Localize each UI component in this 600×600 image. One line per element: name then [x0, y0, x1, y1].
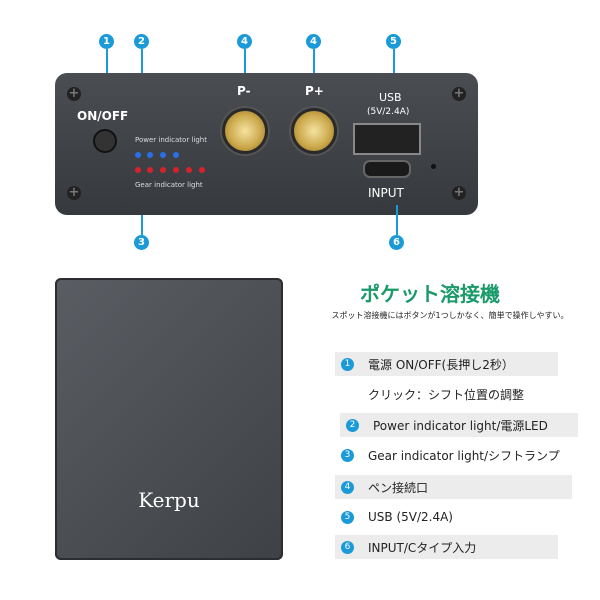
number-badge: 1 — [341, 357, 354, 371]
pen-port-plus[interactable] — [291, 108, 337, 154]
pen-port-minus[interactable] — [222, 108, 268, 154]
item-label: Gear indicator light/シフトランプ — [368, 448, 560, 463]
list-item: 6 INPUT/Cタイプ入力 — [335, 535, 558, 559]
usb-spec-label: (5V/2.4A) — [367, 107, 410, 117]
screw-icon: + — [452, 86, 466, 101]
product-subtitle: スポット溶接機にはボタンが1つしかなく、簡単で操作しやすい。 — [331, 311, 569, 320]
power-button[interactable] — [93, 129, 117, 153]
gear-led — [173, 167, 179, 173]
device-photo: Kerpu — [55, 278, 283, 560]
list-item: 2 Power indicator light/電源LED — [340, 413, 578, 437]
item-label: USB (5V/2.4A) — [368, 510, 453, 524]
screw-icon: + — [452, 185, 466, 200]
callout-line — [141, 215, 143, 235]
onoff-label: ON/OFF — [77, 109, 129, 123]
list-item: クリック：シフト位置の調整 — [368, 382, 578, 406]
list-item: 5 USB (5V/2.4A) — [335, 505, 558, 529]
item-label: 電源 ON/OFF(長押し2秒） — [368, 357, 514, 372]
callout-2: 2 — [134, 34, 149, 49]
power-led — [135, 152, 141, 158]
power-led — [160, 152, 166, 158]
number-badge: 5 — [341, 510, 354, 524]
callout-line — [396, 205, 398, 235]
callout-5: 5 — [386, 34, 401, 49]
number-badge: 3 — [341, 448, 354, 462]
callout-6: 6 — [389, 235, 404, 250]
number-badge: 6 — [341, 540, 354, 554]
callout-4b: 4 — [306, 34, 321, 49]
gear-led — [199, 167, 205, 173]
number-badge: 4 — [341, 480, 354, 494]
callout-3: 3 — [134, 235, 149, 250]
brand-logo: Kerpu — [138, 488, 200, 512]
indicator-hole — [431, 164, 436, 169]
callout-1: 1 — [99, 34, 114, 49]
callout-4: 4 — [237, 34, 252, 49]
number-badge: 2 — [346, 418, 359, 432]
gear-led — [160, 167, 166, 173]
power-light-label: Power indicator light — [135, 136, 207, 144]
item-label: ペン接続口 — [368, 480, 429, 495]
input-label: INPUT — [368, 186, 404, 200]
screw-icon: + — [67, 185, 81, 200]
p-plus-label: P+ — [305, 84, 324, 98]
gear-led — [135, 167, 141, 173]
usb-c-port[interactable] — [363, 160, 411, 178]
item-label: INPUT/Cタイプ入力 — [368, 540, 477, 555]
gear-led — [147, 167, 153, 173]
power-led — [173, 152, 179, 158]
power-led — [147, 152, 153, 158]
usb-label: USB — [379, 91, 402, 104]
product-title: ポケット溶接機 — [360, 282, 500, 306]
item-label: クリック：シフト位置の調整 — [368, 387, 525, 402]
gear-led — [186, 167, 192, 173]
list-item: 4 ペン接続口 — [335, 475, 572, 499]
gear-light-label: Gear indicator light — [135, 181, 203, 189]
usb-port[interactable] — [353, 123, 421, 155]
screw-icon: + — [67, 86, 81, 101]
list-item: 1 電源 ON/OFF(長押し2秒） — [335, 352, 558, 376]
p-minus-label: P- — [237, 84, 251, 98]
control-panel: + + + + ON/OFF Power indicator light Gea… — [55, 73, 478, 215]
item-label: Power indicator light/電源LED — [373, 418, 548, 433]
list-item: 3 Gear indicator light/シフトランプ — [335, 443, 585, 467]
